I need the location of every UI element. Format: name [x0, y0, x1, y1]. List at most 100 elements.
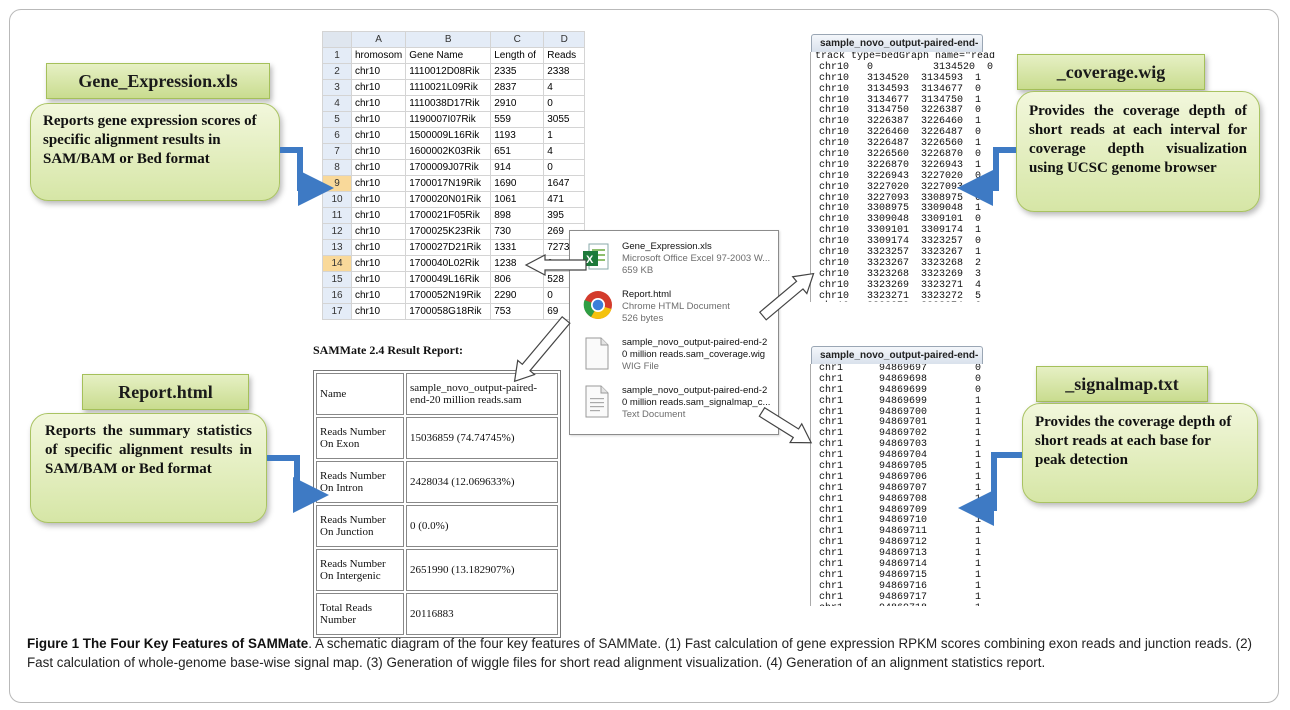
signalmap-data-line: chr1 94869706 1 — [819, 471, 982, 483]
excel-row-number[interactable]: 17 — [322, 303, 352, 320]
wig-data-line: chr10 3134677 3134750 1 — [819, 94, 982, 106]
signalmap-data-line: chr1 94869714 1 — [819, 559, 982, 571]
coverage-blue-arrow — [957, 147, 1016, 206]
text-file-icon — [585, 385, 609, 418]
coverage-callout-title: _coverage.wig — [1017, 54, 1205, 90]
report-value: 2428034 (12.069633%) — [406, 461, 558, 503]
report-label: Total Reads Number — [316, 593, 404, 635]
file-type: WIG File — [622, 361, 659, 372]
report-row-intergenic: Reads Number On Intergenic 2651990 (13.1… — [316, 549, 558, 591]
wig-data-line: chr10 3134750 3226387 0 — [819, 105, 982, 117]
report-callout-title: Report.html — [82, 374, 249, 410]
wig-data-line: chr10 3309174 3323257 0 — [819, 236, 982, 248]
report-callout-desc: Reports the summary statistics of specif… — [30, 413, 267, 523]
to-wig-hollow-arrow — [758, 272, 815, 321]
report-value: 0 (0.0%) — [406, 505, 558, 547]
excel-row-number[interactable]: 1 — [322, 47, 352, 64]
file-name: Gene_Expression.xls — [622, 241, 712, 252]
signalmap-data-line: chr1 94869712 1 — [819, 537, 982, 549]
caption-text: . A schematic diagram of the four key fe… — [27, 636, 1253, 670]
excel-row-number[interactable]: 7 — [322, 143, 352, 160]
wig-data-line: chr10 3226487 3226560 1 — [819, 138, 982, 150]
signalmap-data-line: chr1 94869699 1 — [819, 395, 982, 407]
output-files-list: X Gene_Expression.xls Microsoft Office E… — [569, 230, 779, 435]
wig-data-line: chr10 0 3134520 0 — [819, 61, 994, 73]
wig-data-line: chr10 3309101 3309174 1 — [819, 225, 982, 237]
report-label: Reads Number On Exon — [316, 417, 404, 459]
file-name: sample_novo_output-paired-end-2 — [622, 385, 768, 396]
wig-data-line: chr10 3323268 3323269 3 — [819, 268, 982, 280]
to-report-hollow-arrow — [513, 315, 571, 383]
figure-caption: Figure 1 The Four Key Features of SAMMat… — [27, 634, 1265, 672]
file-item-coverage-wig[interactable]: sample_novo_output-paired-end-2 0 millio… — [570, 335, 778, 379]
signalmap-data-line: chr1 94869700 1 — [819, 406, 982, 418]
report-title: SAMMate 2.4 Result Report: — [313, 343, 463, 357]
gene-expression-callout-desc: Reports gene expression scores of specif… — [30, 103, 280, 201]
signalmap-data-line: chr1 94869698 0 — [819, 373, 982, 385]
wig-data-line: chr10 3323271 3323272 5 — [819, 290, 982, 302]
signalmap-data-line: chr1 94869699 0 — [819, 384, 982, 396]
wig-data-line: chr10 3323269 3323271 4 — [819, 279, 982, 291]
file-size: 526 bytes — [622, 313, 664, 324]
report-row-name: Name sample_novo_output-paired-end-20 mi… — [316, 373, 558, 415]
excel-column-header[interactable]: D — [543, 31, 586, 48]
excel-row-number[interactable]: 15 — [322, 271, 352, 288]
excel-cell[interactable]: 753 — [490, 303, 545, 320]
report-label: Reads Number On Intergenic — [316, 549, 404, 591]
caption-title: Figure 1 The Four Key Features of SAMMat… — [27, 636, 309, 651]
report-value: 15036859 (74.74745%) — [406, 417, 558, 459]
file-item-report[interactable]: Report.html Chrome HTML Document 526 byt… — [570, 287, 778, 329]
file-name-continued: 0 million reads.sam_coverage.wig — [622, 349, 766, 360]
file-size: 659 KB — [622, 265, 654, 276]
wig-data-line: chr10 3226460 3226487 0 — [819, 127, 982, 139]
signalmap-callout-title: _signalmap.txt — [1036, 366, 1208, 402]
report-row-exon: Reads Number On Exon 15036859 (74.74745%… — [316, 417, 558, 459]
coverage-callout-desc: Provides the coverage depth of short rea… — [1016, 91, 1260, 212]
signalmap-data-line: chr1 94869718 1 — [811, 603, 1011, 606]
signalmap-data-line: chr1 94869702 1 — [819, 428, 982, 440]
excel-cell[interactable]: 1700058G18Rik — [405, 303, 492, 320]
chrome-html-icon — [583, 291, 612, 319]
excel-cell[interactable]: chr10 — [350, 303, 407, 320]
wig-data-line: chr10 3134593 3134677 0 — [819, 83, 982, 95]
wig-data-line: chr10 3308975 3309048 1 — [819, 203, 982, 215]
wig-data-line: chr10 3226560 3226870 0 — [819, 149, 982, 161]
signalmap-data-line: chr1 94869704 1 — [819, 450, 982, 462]
signalmap-data-line: chr1 94869703 1 — [819, 439, 982, 451]
report-label: Reads Number On Junction — [316, 505, 404, 547]
wig-data-line: chr10 3323267 3323268 2 — [819, 257, 982, 269]
excel-cell[interactable]: 0 — [543, 95, 586, 112]
file-item-gene-expression[interactable]: X Gene_Expression.xls Microsoft Office E… — [570, 239, 778, 281]
report-blue-arrow — [267, 455, 329, 513]
signalmap-data-line: chr1 94869697 0 — [819, 364, 982, 374]
excel-row-number[interactable]: 16 — [322, 287, 352, 304]
signalmap-data-line: chr1 94869716 1 — [819, 580, 982, 592]
gene-blue-arrow — [280, 147, 334, 206]
excel-corner-cell[interactable] — [322, 31, 352, 48]
excel-column-header[interactable]: A — [350, 31, 407, 48]
excel-row-number[interactable]: 12 — [322, 223, 352, 240]
signalmap-blue-arrow — [958, 452, 1022, 526]
file-item-signalmap[interactable]: sample_novo_output-paired-end-2 0 millio… — [570, 383, 778, 427]
file-name-continued: 0 million reads.sam_signalmap_c... — [622, 397, 771, 408]
signalmap-data-line: chr1 94869701 1 — [819, 417, 982, 429]
file-type: Chrome HTML Document — [622, 301, 730, 312]
gene-expression-callout-title: Gene_Expression.xls — [46, 63, 270, 99]
report-label: Name — [316, 373, 404, 415]
report-value: sample_novo_output-paired-end-20 million… — [406, 373, 558, 415]
wig-data-line: chr10 3309048 3309101 0 — [819, 214, 982, 226]
file-name: Report.html — [622, 289, 672, 300]
report-value: 20116883 — [406, 593, 558, 635]
wig-file-content: track type=bedGraph name="read chr10 0 3… — [810, 52, 1011, 302]
wig-header-line: track type=bedGraph name="read — [815, 52, 996, 62]
